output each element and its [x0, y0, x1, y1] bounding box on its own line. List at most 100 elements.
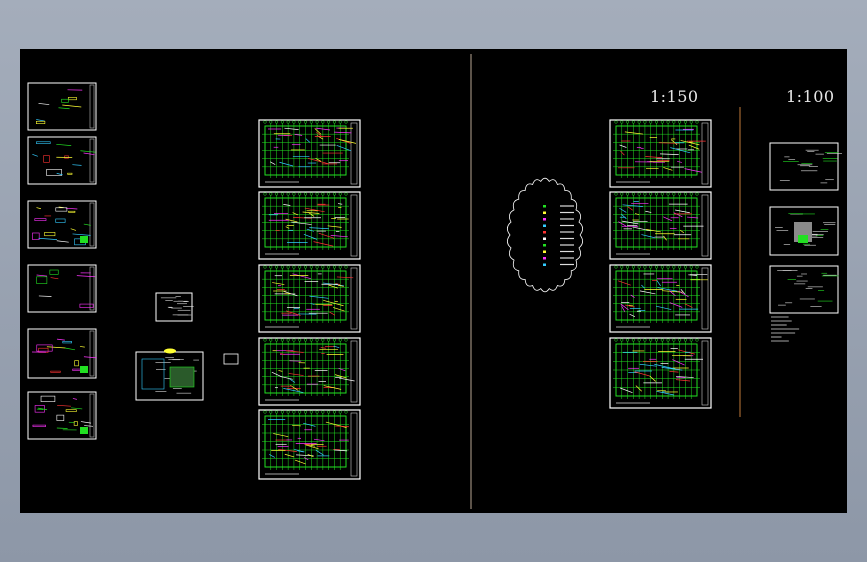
sheet-thumbnail-2[interactable] [27, 136, 97, 185]
schematic-marker [164, 348, 176, 354]
equipment-line [673, 212, 683, 218]
detail-mark [32, 424, 46, 427]
axis-bubble [689, 192, 693, 196]
detail-mark [73, 421, 78, 426]
detail-mark [44, 232, 56, 237]
sheet-thumbnail-3[interactable] [27, 200, 97, 249]
sheet-notes-right[interactable] [771, 316, 800, 342]
sheet-floor-plan-right-2[interactable] [609, 191, 712, 260]
sheet-frame[interactable] [769, 142, 839, 191]
equipment-line [684, 168, 702, 173]
sheet-frame[interactable] [609, 264, 712, 333]
equipment-line [337, 203, 343, 205]
axis-bubble [338, 265, 342, 269]
drawing-layer[interactable] [20, 49, 847, 513]
sheet-thumbnail-6[interactable] [27, 391, 97, 440]
sheet-floor-plan-left-5[interactable] [258, 409, 361, 480]
sheet-floor-plan-right-4[interactable] [609, 337, 712, 409]
title-block [89, 84, 95, 129]
sheet-floor-plan-left-3[interactable] [258, 264, 361, 333]
axis-bubble [626, 192, 630, 196]
detail-mark [36, 120, 46, 124]
revision-cloud-icon [507, 177, 583, 293]
equipment-line [639, 363, 657, 367]
equipment-line [620, 303, 629, 311]
equipment-line [292, 273, 312, 280]
axis-bubble [263, 410, 267, 414]
sheet-floor-plan-right-3[interactable] [609, 264, 712, 333]
equipment-line [278, 370, 283, 372]
axis-bubble [631, 338, 635, 342]
sheet-frame[interactable] [609, 119, 712, 188]
detail-mark [56, 414, 65, 421]
equipment-line [297, 450, 305, 453]
sheet-detail-1[interactable] [769, 142, 843, 191]
sheet-frame[interactable] [258, 337, 361, 406]
sheet-frame[interactable] [258, 264, 361, 333]
axis-bubble [315, 120, 319, 124]
sheet-floor-plan-left-1[interactable] [258, 119, 361, 188]
sheet-frame[interactable] [609, 337, 712, 409]
detail-line [38, 103, 50, 105]
detail-line [38, 237, 58, 240]
sheet-thumbnail-5[interactable] [27, 328, 97, 379]
detail-line [50, 277, 59, 280]
detail-line [62, 104, 82, 108]
sheet-frame[interactable] [27, 264, 97, 313]
detail-mark [64, 155, 69, 159]
axis-bubble [678, 265, 682, 269]
sheet-frame[interactable] [27, 82, 97, 131]
axis-bubble [683, 192, 687, 196]
equipment-line [328, 284, 338, 289]
equipment-line [320, 347, 326, 349]
axis-bubble [344, 192, 348, 196]
detail-line [46, 346, 66, 349]
equipment-line [621, 305, 626, 312]
sheet-floor-plan-right-1[interactable] [609, 119, 712, 188]
sheet-frame[interactable] [27, 136, 97, 185]
equipment-line [291, 221, 312, 225]
axis-bubble [315, 265, 319, 269]
detail-line [56, 338, 65, 341]
sheet-frame[interactable] [258, 119, 361, 188]
detail-line [32, 153, 38, 157]
sheet-floor-plan-left-4[interactable] [258, 337, 361, 406]
equipment-line [625, 304, 635, 308]
sheet-system-schematic[interactable] [135, 348, 204, 401]
detail-line [72, 164, 82, 166]
axis-bubble [695, 265, 699, 269]
sheet-thumbnail-1[interactable] [27, 82, 97, 131]
title-block [350, 194, 358, 257]
title-block [89, 393, 95, 438]
detail-mark [34, 405, 45, 413]
sheet-frame[interactable] [155, 292, 193, 322]
axis-bubble [660, 265, 664, 269]
title-block [350, 122, 358, 185]
equipment-line [280, 376, 293, 380]
equipment-line [661, 367, 683, 371]
title-block [701, 267, 709, 330]
equipment-line [286, 310, 301, 316]
sheet-frame[interactable] [609, 191, 712, 260]
axis-bubble [332, 120, 336, 124]
detail-line [76, 275, 96, 278]
equipment-line [663, 167, 673, 171]
equipment-line [337, 284, 344, 287]
sheet-thumbnail-4[interactable] [27, 264, 97, 313]
detail-line [36, 274, 48, 277]
axis-bubble [637, 192, 641, 196]
axis-bubble [292, 120, 296, 124]
axis-bubble [666, 120, 670, 124]
sheet-detail-2[interactable] [769, 206, 839, 256]
axis-bubble [654, 120, 659, 124]
sheet-frame[interactable] [258, 191, 361, 260]
detail-mark [43, 155, 50, 163]
sheet-notes-block[interactable] [155, 292, 194, 322]
sheet-detail-3[interactable] [769, 265, 839, 314]
scale-label-1-100: 1:100 [786, 87, 835, 106]
sheet-floor-plan-left-2[interactable] [258, 191, 361, 260]
sheet-frame[interactable] [769, 265, 839, 314]
schematic-panel [141, 358, 165, 390]
cad-model-space[interactable]: 1:150 1:100 [20, 49, 847, 513]
equipment-line [677, 161, 682, 163]
